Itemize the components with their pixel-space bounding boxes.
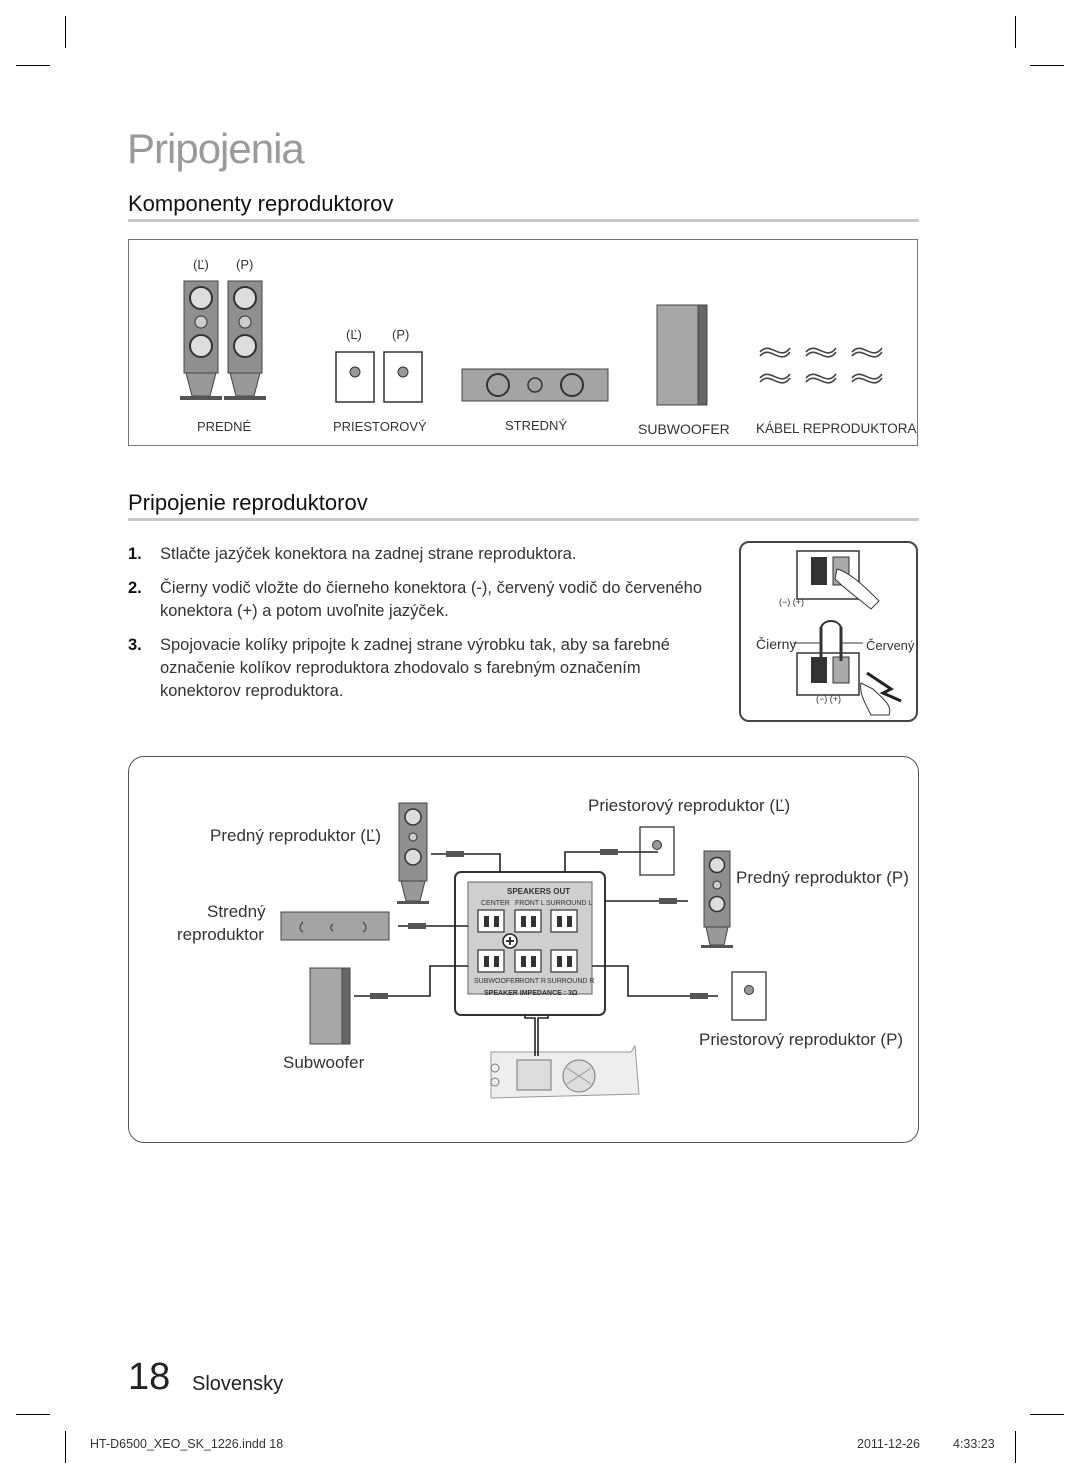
slug-filename: HT-D6500_XEO_SK_1226.indd 18 — [90, 1437, 284, 1451]
slug-date: 2011-12-26 — [857, 1437, 921, 1451]
crop-mark — [1015, 1431, 1016, 1463]
center-speaker — [280, 911, 390, 941]
subwoofer — [309, 967, 351, 1045]
crop-mark — [65, 16, 66, 48]
surround-left-speaker — [639, 826, 675, 876]
polarity-top: (−) (+) — [779, 597, 805, 607]
surround-speaker-left — [335, 351, 375, 403]
panel-surround-l: SURROUND L — [546, 900, 593, 907]
crop-mark — [1015, 16, 1016, 48]
black-label: Čierny — [756, 636, 797, 652]
wiring-diagram-box — [128, 756, 919, 1143]
subwoofer-label: Subwoofer — [283, 1053, 365, 1072]
panel-front-r: FRONT R — [515, 978, 546, 985]
terminal-inset — [739, 541, 918, 722]
front-left-speaker — [397, 802, 429, 904]
step-item: 2. Čierny vodič vložte do čierneho konek… — [128, 577, 718, 623]
surround-left-label: Priestorový reproduktor (Ľ) — [588, 796, 791, 815]
page-title: Pripojenia — [127, 125, 305, 172]
speaker-cables-illustration — [759, 347, 883, 384]
center-speaker-illustration — [461, 368, 609, 402]
front-right-speaker — [701, 850, 733, 948]
crop-mark — [1030, 1414, 1064, 1415]
panel-surround-r: SURROUND R — [547, 978, 595, 985]
terminal-illustration — [793, 550, 902, 716]
label-surround: PRIESTOROVÝ — [333, 419, 427, 434]
step-item: 3. Spojovacie kolíky pripojte k zadnej s… — [128, 634, 718, 703]
crop-mark — [16, 65, 50, 66]
label-front: PREDNÉ — [197, 419, 252, 434]
step-text: Čierny vodič vložte do čierneho konektor… — [160, 579, 703, 620]
center-label-line2: reproduktor — [177, 925, 264, 944]
surround-speakers-illustration — [335, 351, 423, 403]
front-right-tag: (P) — [236, 257, 254, 272]
label-subwoofer: SUBWOOFER — [638, 421, 730, 437]
footer-language: Slovensky — [192, 1373, 284, 1395]
section-title-connection: Pripojenie reproduktorov — [128, 490, 368, 515]
section-title-components: Komponenty reproduktorov — [128, 191, 394, 216]
red-label: Červený — [866, 638, 915, 653]
step-number: 3. — [128, 636, 142, 654]
section-rule — [128, 518, 919, 521]
front-right-label: Predný reproduktor (P) — [736, 868, 909, 887]
surround-left-tag: (Ľ) — [346, 327, 362, 342]
surround-right-speaker — [731, 971, 767, 1021]
front-left-label: Predný reproduktor (Ľ) — [210, 826, 382, 845]
components-box — [128, 239, 918, 446]
center-label-line1: Stredný — [207, 902, 266, 921]
front-left-tag: (Ľ) — [193, 257, 209, 272]
speakers-out-panel — [454, 871, 606, 1016]
crop-mark — [65, 1431, 66, 1463]
step-number: 1. — [128, 545, 142, 563]
panel-impedance: SPEAKER IMPEDANCE : 3Ω — [484, 990, 578, 997]
panel-front-l: FRONT L — [515, 900, 545, 907]
crop-mark — [16, 1414, 50, 1415]
surround-right-tag: (P) — [392, 327, 410, 342]
label-cable: KÁBEL REPRODUKTORA — [756, 421, 917, 436]
front-speaker-right — [224, 280, 266, 400]
front-speakers-illustration — [180, 280, 266, 400]
panel-header: SPEAKERS OUT — [507, 887, 571, 896]
instruction-steps: 1. Stlačte jazýček konektora na zadnej s… — [128, 543, 718, 714]
step-item: 1. Stlačte jazýček konektora na zadnej s… — [128, 543, 718, 566]
polarity-bottom: (−) (+) — [816, 694, 842, 704]
panel-center: CENTER — [481, 900, 510, 907]
section-rule — [128, 219, 919, 222]
surround-speaker-right — [383, 351, 423, 403]
main-unit-rear — [490, 1044, 640, 1099]
crop-mark — [1030, 65, 1064, 66]
page-number: 18 — [128, 1356, 171, 1398]
wiring-diagram — [280, 802, 767, 1099]
surround-right-label: Priestorový reproduktor (P) — [699, 1030, 904, 1049]
panel-subwoofer: SUBWOOFER — [474, 978, 520, 985]
step-text: Spojovacie kolíky pripojte k zadnej stra… — [160, 636, 670, 700]
step-text: Stlačte jazýček konektora na zadnej stra… — [160, 545, 577, 563]
label-center: STREDNÝ — [505, 418, 568, 433]
slug-time: 4:33:23 — [953, 1437, 995, 1451]
subwoofer-illustration — [656, 304, 708, 406]
front-speaker-left — [180, 280, 222, 400]
step-number: 2. — [128, 579, 142, 597]
